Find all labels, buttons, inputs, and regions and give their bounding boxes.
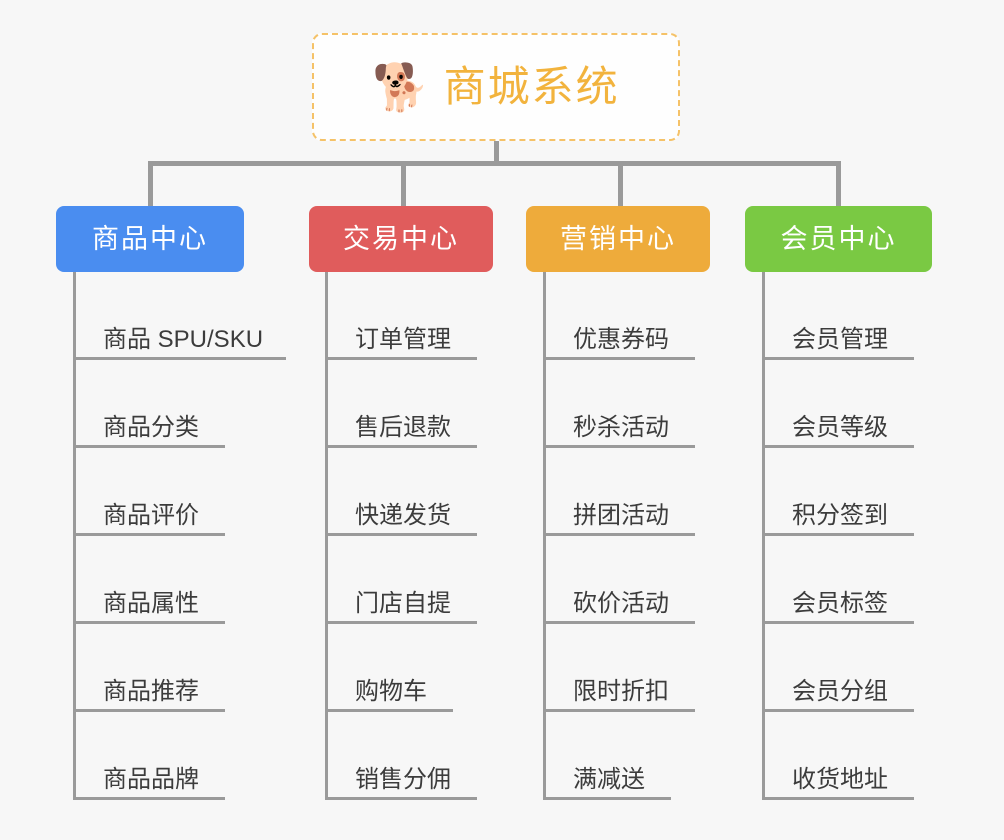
leaf-node[interactable]: 优惠券码 — [543, 272, 705, 360]
connector-leaf-rule — [73, 445, 225, 448]
branch-node-label: 营销中心 — [560, 223, 676, 254]
leaf-node[interactable]: 售后退款 — [325, 360, 487, 448]
leaf-node-label: 收货地址 — [792, 766, 888, 793]
connector-leaf-rule — [73, 797, 225, 800]
leaf-node-label: 商品推荐 — [103, 678, 199, 705]
leaf-node[interactable]: 订单管理 — [325, 272, 487, 360]
leaf-node-label: 拼团活动 — [573, 502, 669, 529]
leaf-node[interactable]: 商品品牌 — [73, 712, 235, 800]
branch-node-3[interactable]: 营销中心 — [526, 206, 710, 272]
leaf-node-label: 售后退款 — [355, 414, 451, 441]
leaf-node-label: 会员分组 — [792, 678, 888, 705]
leaf-node-label: 限时折扣 — [573, 678, 669, 705]
connector-leaf-rule — [543, 533, 695, 536]
leaf-node-label: 商品品牌 — [103, 766, 199, 793]
connector-leaf-rule — [325, 533, 477, 536]
leaf-node[interactable]: 收货地址 — [762, 712, 924, 800]
leaf-node[interactable]: 商品评价 — [73, 448, 235, 536]
connector-column-trunk — [543, 272, 546, 800]
connector-leaf-rule — [762, 533, 914, 536]
leaf-node-label: 商品分类 — [103, 414, 199, 441]
leaf-node[interactable]: 秒杀活动 — [543, 360, 705, 448]
shiba-dog-face-icon: 🐕 — [372, 61, 430, 113]
connector-drop-4 — [836, 161, 841, 206]
leaf-node[interactable]: 限时折扣 — [543, 624, 705, 712]
connector-leaf-rule — [762, 357, 914, 360]
leaf-node[interactable]: 商品分类 — [73, 360, 235, 448]
leaf-node-label: 优惠券码 — [573, 326, 669, 353]
leaf-node-label: 会员等级 — [792, 414, 888, 441]
leaf-node[interactable]: 商品 SPU/SKU — [73, 272, 296, 360]
connector-leaf-rule — [325, 797, 477, 800]
connector-leaf-rule — [73, 709, 225, 712]
leaf-node[interactable]: 门店自提 — [325, 536, 487, 624]
leaf-node[interactable]: 砍价活动 — [543, 536, 705, 624]
leaf-node-label: 秒杀活动 — [573, 414, 669, 441]
connector-drop-3 — [618, 161, 623, 206]
connector-leaf-rule — [543, 709, 695, 712]
leaf-node-label: 商品属性 — [103, 590, 199, 617]
connector-column-trunk — [325, 272, 328, 800]
connector-leaf-rule — [762, 445, 914, 448]
leaf-node[interactable]: 商品推荐 — [73, 624, 235, 712]
connector-root-stem — [494, 141, 499, 163]
leaf-node-label: 满减送 — [573, 766, 645, 793]
branch-node-2[interactable]: 交易中心 — [309, 206, 493, 272]
connector-leaf-rule — [73, 621, 225, 624]
leaf-node-label: 销售分佣 — [355, 766, 451, 793]
branch-node-label: 交易中心 — [343, 223, 459, 254]
connector-drop-1 — [148, 161, 153, 206]
leaf-node-label: 门店自提 — [355, 590, 451, 617]
connector-leaf-rule — [762, 621, 914, 624]
connector-leaf-rule — [73, 357, 286, 360]
leaf-node-label: 会员标签 — [792, 590, 888, 617]
branch-node-label: 会员中心 — [780, 223, 897, 254]
leaf-node[interactable]: 会员等级 — [762, 360, 924, 448]
root-node-card[interactable]: 🐕 商城系统 — [312, 33, 680, 141]
leaf-node[interactable]: 商品属性 — [73, 536, 235, 624]
connector-leaf-rule — [762, 797, 914, 800]
leaf-node-label: 快递发货 — [355, 502, 451, 529]
branch-node-4[interactable]: 会员中心 — [745, 206, 932, 272]
leaf-node[interactable]: 满减送 — [543, 712, 681, 800]
connector-drop-2 — [401, 161, 406, 206]
leaf-node-label: 积分签到 — [792, 502, 888, 529]
leaf-node-label: 商品评价 — [103, 502, 199, 529]
connector-leaf-rule — [325, 621, 477, 624]
connector-horizontal-bus — [150, 161, 840, 166]
leaf-node[interactable]: 积分签到 — [762, 448, 924, 536]
connector-leaf-rule — [325, 357, 477, 360]
leaf-node[interactable]: 会员管理 — [762, 272, 924, 360]
connector-column-trunk — [762, 272, 765, 800]
connector-leaf-rule — [543, 445, 695, 448]
connector-leaf-rule — [325, 445, 477, 448]
connector-leaf-rule — [543, 357, 695, 360]
root-node-label: 商城系统 — [443, 63, 620, 110]
branch-node-1[interactable]: 商品中心 — [56, 206, 244, 272]
connector-leaf-rule — [543, 621, 695, 624]
leaf-node[interactable]: 快递发货 — [325, 448, 487, 536]
leaf-node[interactable]: 拼团活动 — [543, 448, 705, 536]
leaf-node-label: 砍价活动 — [573, 590, 669, 617]
leaf-node-label: 商品 SPU/SKU — [103, 326, 264, 353]
leaf-node[interactable]: 会员标签 — [762, 536, 924, 624]
leaf-node-label: 购物车 — [355, 678, 427, 705]
connector-leaf-rule — [762, 709, 914, 712]
branch-node-label: 商品中心 — [92, 223, 208, 254]
leaf-node[interactable]: 销售分佣 — [325, 712, 487, 800]
leaf-node[interactable]: 会员分组 — [762, 624, 924, 712]
leaf-node-label: 订单管理 — [355, 326, 451, 353]
connector-leaf-rule — [325, 709, 453, 712]
connector-leaf-rule — [543, 797, 671, 800]
connector-column-trunk — [73, 272, 76, 800]
connector-leaf-rule — [73, 533, 225, 536]
leaf-node[interactable]: 购物车 — [325, 624, 463, 712]
leaf-node-label: 会员管理 — [792, 326, 888, 353]
